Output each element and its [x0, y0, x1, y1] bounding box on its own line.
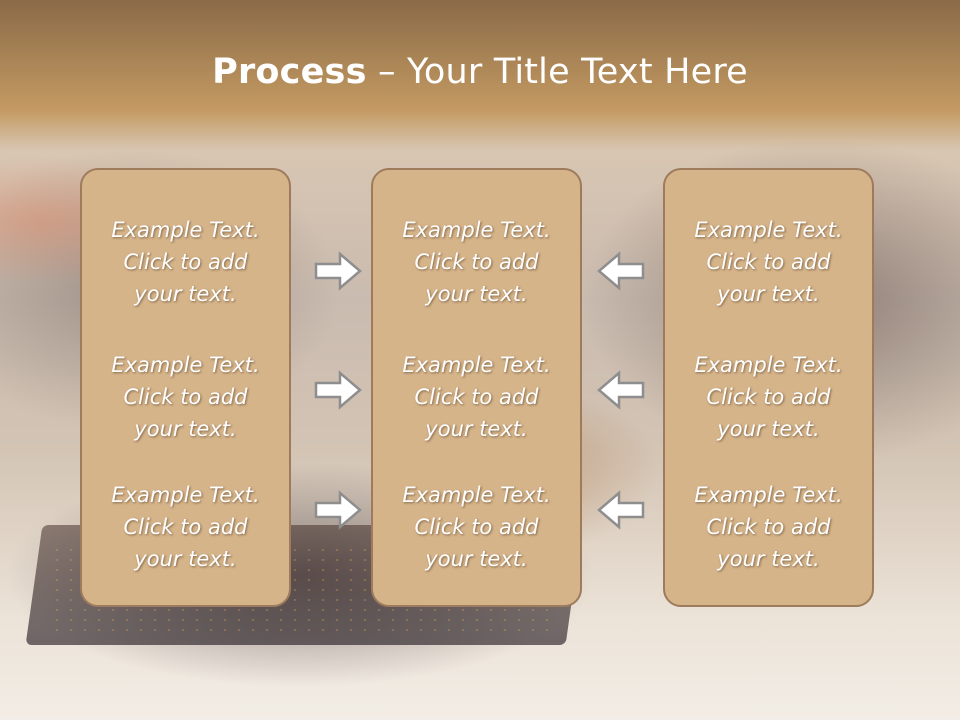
text-line: your text.: [134, 417, 237, 441]
text-line: Click to add: [706, 385, 831, 409]
text-line: your text.: [134, 282, 237, 306]
right-arrow-icon: [314, 370, 362, 410]
text-block[interactable]: Example Text. Click to add your text.: [373, 214, 580, 310]
text-line: Example Text.: [694, 483, 843, 507]
text-line: your text.: [134, 547, 237, 571]
text-block[interactable]: Example Text. Click to add your text.: [82, 479, 289, 575]
text-line: Example Text.: [111, 353, 260, 377]
text-line: your text.: [717, 417, 820, 441]
left-process-panel[interactable]: Example Text. Click to add your text. Ex…: [80, 168, 291, 607]
text-line: Example Text.: [111, 218, 260, 242]
text-line: Click to add: [414, 250, 539, 274]
text-line: Example Text.: [402, 218, 551, 242]
text-line: Example Text.: [111, 483, 260, 507]
text-block[interactable]: Example Text. Click to add your text.: [82, 214, 289, 310]
text-line: Example Text.: [402, 353, 551, 377]
text-block[interactable]: Example Text. Click to add your text.: [665, 349, 872, 445]
text-line: Click to add: [123, 250, 248, 274]
text-line: Click to add: [706, 515, 831, 539]
text-block[interactable]: Example Text. Click to add your text.: [373, 479, 580, 575]
text-line: your text.: [425, 547, 528, 571]
text-line: Click to add: [414, 385, 539, 409]
text-line: your text.: [425, 282, 528, 306]
text-block[interactable]: Example Text. Click to add your text.: [665, 479, 872, 575]
right-arrow-icon: [314, 251, 362, 291]
left-arrow-icon: [597, 370, 645, 410]
text-block[interactable]: Example Text. Click to add your text.: [82, 349, 289, 445]
text-line: Example Text.: [694, 353, 843, 377]
middle-process-panel[interactable]: Example Text. Click to add your text. Ex…: [371, 168, 582, 607]
text-line: Click to add: [414, 515, 539, 539]
text-block[interactable]: Example Text. Click to add your text.: [665, 214, 872, 310]
text-line: your text.: [425, 417, 528, 441]
right-process-panel[interactable]: Example Text. Click to add your text. Ex…: [663, 168, 874, 607]
text-line: Click to add: [706, 250, 831, 274]
left-arrow-icon: [597, 251, 645, 291]
text-line: your text.: [717, 282, 820, 306]
text-line: Click to add: [123, 515, 248, 539]
title-bold: Process: [212, 52, 367, 92]
right-arrow-icon: [314, 490, 362, 530]
left-arrow-icon: [597, 490, 645, 530]
slide-title[interactable]: Process – Your Title Text Here: [0, 52, 960, 92]
text-line: Example Text.: [402, 483, 551, 507]
text-line: your text.: [717, 547, 820, 571]
title-rest: – Your Title Text Here: [366, 52, 748, 92]
text-line: Example Text.: [694, 218, 843, 242]
text-block[interactable]: Example Text. Click to add your text.: [373, 349, 580, 445]
text-line: Click to add: [123, 385, 248, 409]
